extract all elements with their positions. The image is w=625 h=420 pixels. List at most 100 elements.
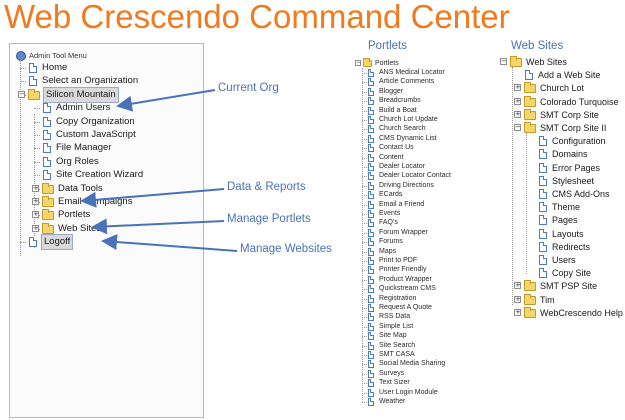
plus-icon[interactable]: + xyxy=(514,294,521,303)
admin-menu-item-silicon-mountain[interactable]: −Silicon Mountain xyxy=(10,86,200,103)
arrow-icon xyxy=(101,234,238,252)
page-icon xyxy=(368,304,374,312)
admin-menu-item-site-creation-wizard[interactable]: Site Creation Wizard xyxy=(10,168,200,182)
portlet-item-label: Dealer Locator Contact xyxy=(379,172,451,180)
page-title: Web Crescendo Command Center xyxy=(4,0,510,35)
page-icon xyxy=(368,285,374,294)
folder-icon xyxy=(524,280,536,292)
annotation-manage-websites: Manage Websites xyxy=(240,243,332,255)
page-icon xyxy=(368,181,374,190)
folder-icon xyxy=(524,293,536,305)
page-icon xyxy=(539,268,547,279)
tree-guide-line xyxy=(34,114,35,248)
tree-guide-line xyxy=(34,135,40,136)
page-icon xyxy=(539,228,547,239)
tree-guide-line xyxy=(362,392,367,394)
plus-icon[interactable]: + xyxy=(514,96,521,105)
portlet-item-label: ECards xyxy=(379,191,403,199)
portlet-item-label: Printer Friendly xyxy=(379,266,427,274)
admin-menu-item-label: Site Creation Wizard xyxy=(56,169,144,181)
portlet-item-label: Blogger xyxy=(379,87,404,95)
admin-menu-item-custom-javascript[interactable]: Custom JavaScript xyxy=(10,128,200,142)
minus-icon[interactable]: − xyxy=(355,59,362,66)
plus-icon[interactable]: + xyxy=(514,83,521,92)
admin-menu-item-label: File Manager xyxy=(56,142,112,154)
page-icon xyxy=(539,255,547,265)
web-site-item-label: WebCrescendo Help xyxy=(540,307,623,318)
page-icon xyxy=(368,294,374,303)
portlet-item-label: RSS Data xyxy=(379,313,411,321)
plus-icon[interactable]: + xyxy=(32,183,39,192)
portlet-item-label: Church Search xyxy=(379,125,426,133)
tree-guide-line xyxy=(362,120,367,121)
admin-menu-item-portlets[interactable]: +Portlets xyxy=(10,208,200,222)
plus-icon[interactable]: + xyxy=(514,307,521,316)
tree-guide-line xyxy=(34,148,40,150)
tree-guide-line xyxy=(526,133,527,275)
admin-menu-item-admin-users[interactable]: Admin Users xyxy=(10,101,200,115)
web-site-item-label: Church Lot xyxy=(540,83,585,94)
page-icon xyxy=(368,332,374,341)
page-icon xyxy=(368,106,374,115)
page-icon xyxy=(368,210,374,218)
admin-menu-item-data-tools[interactable]: +Data Tools xyxy=(10,182,200,196)
admin-menu-item-home[interactable]: Home xyxy=(10,61,200,75)
page-icon xyxy=(43,130,51,140)
portlet-item-label: Site Search xyxy=(379,341,416,349)
admin-menu-item-label: Home xyxy=(42,62,68,73)
page-icon xyxy=(368,257,374,265)
admin-menu-item-logoff[interactable]: Logoff xyxy=(10,234,200,251)
tree-guide-line xyxy=(362,364,367,366)
plus-icon[interactable]: + xyxy=(32,197,39,205)
page-icon xyxy=(43,103,51,114)
web-sites-heading: Web Sites xyxy=(511,40,564,52)
tree-guide-line xyxy=(362,138,367,140)
page-icon xyxy=(43,156,51,167)
tree-guide-line xyxy=(20,242,26,244)
admin-menu-item-label: Logoff xyxy=(40,234,74,251)
admin-menu-item-select-an-organization[interactable]: Select an Organization xyxy=(10,74,200,88)
portlet-item-label: ANS Medical Locator xyxy=(379,69,445,76)
minus-icon[interactable]: − xyxy=(18,89,25,98)
portlet-item-label: FAQ's xyxy=(379,219,398,227)
folder-open-icon xyxy=(28,88,40,100)
admin-menu-item-file-manager[interactable]: File Manager xyxy=(10,141,200,155)
page-icon xyxy=(43,143,51,154)
admin-menu-item-web-sites[interactable]: + Web Sites xyxy=(10,222,200,236)
portlet-item-label: Text Sizer xyxy=(379,379,410,387)
web-site-item-label: SMT Corp Site xyxy=(540,109,599,120)
admin-menu-item-org-roles[interactable]: Org Roles xyxy=(10,155,200,169)
portlet-item-label: Weather xyxy=(379,398,406,405)
tree-guide-line xyxy=(362,345,367,347)
portlet-item-label: Quickstream CMS xyxy=(379,285,436,293)
web-site-item-label: Add a Web Site xyxy=(538,70,601,81)
portlet-item-label: Events xyxy=(379,210,401,217)
web-site-item-label: Layouts xyxy=(552,228,584,239)
tree-guide-line xyxy=(362,289,367,291)
minus-icon[interactable]: − xyxy=(500,57,507,65)
admin-menu-item-label: Web Sites xyxy=(58,222,102,234)
plus-icon[interactable]: + xyxy=(32,210,39,219)
portlet-item-label: Simple List xyxy=(379,322,414,330)
tree-guide-line xyxy=(362,214,367,215)
web-site-item-label: Users xyxy=(552,255,576,265)
annotation-manage-portlets: Manage Portlets xyxy=(227,213,311,225)
annotation-data-reports: Data & Reports xyxy=(227,181,306,193)
tree-guide-line xyxy=(20,60,21,256)
admin-menu-item-label: Copy Organization xyxy=(56,115,135,127)
page-icon xyxy=(368,247,374,256)
plus-icon[interactable]: + xyxy=(514,281,521,290)
web-site-item-label: Stylesheet xyxy=(552,175,595,186)
tree-guide-line xyxy=(362,110,367,112)
portlet-item-label: Social Media Sharing xyxy=(379,360,446,368)
admin-menu-item-copy-organization[interactable]: Copy Organization xyxy=(10,115,200,129)
tree-guide-line xyxy=(362,242,367,244)
plus-icon[interactable]: + xyxy=(514,109,521,118)
plus-icon[interactable]: + xyxy=(32,223,39,232)
portlets-root-label: Portlets xyxy=(375,60,399,67)
tree-guide-line xyxy=(362,167,367,168)
portlet-item-label: Driving Directions xyxy=(379,181,434,189)
page-icon xyxy=(368,144,374,153)
portlets-heading: Portlets xyxy=(368,40,407,52)
minus-icon[interactable]: − xyxy=(514,123,521,131)
